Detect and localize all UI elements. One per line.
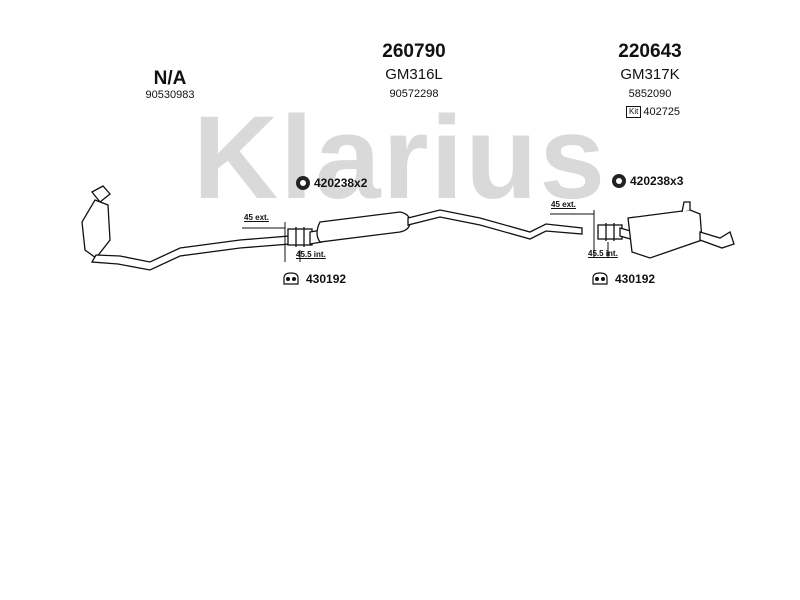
kit-icon: Kit: [626, 106, 642, 118]
rear-silencer: [627, 209, 703, 259]
code-2: GM316L: [385, 66, 443, 83]
clamp-icon: [296, 176, 310, 190]
hanger-icon: [283, 272, 299, 285]
centre-pipe: [407, 209, 583, 240]
joint-right: [597, 224, 623, 240]
dim-right-ext: 45 ext.: [551, 200, 576, 209]
hanger-left-number: 430192: [306, 272, 347, 286]
hanger-right-number: 430192: [615, 272, 656, 286]
part-number-3: 220643: [618, 41, 682, 62]
dim-left-int: 45.5 int.: [296, 250, 326, 259]
front-pipe-flange: [91, 185, 111, 203]
hanger-left: 430192: [282, 272, 346, 286]
kit-number: 402725: [643, 106, 681, 118]
clamp-icon: [612, 174, 626, 188]
part-number-2: 260790: [382, 41, 446, 62]
watermark-text: Klarius: [193, 92, 607, 224]
part-number-1: N/A: [153, 68, 187, 89]
centre-silencer: [316, 211, 411, 243]
joint-left: [287, 228, 313, 246]
dim-right-int: 45.5 int.: [588, 249, 618, 258]
oe-number-3: 5852090: [628, 88, 672, 100]
hanger-right: 430192: [591, 272, 655, 286]
oe-number-2: 90572298: [389, 88, 439, 100]
dim-left-ext: 45 ext.: [244, 213, 269, 222]
tailpipe: [699, 231, 735, 249]
rear-silencer-hanger: [681, 201, 691, 213]
hanger-icon: [592, 272, 608, 285]
kit-label: Kit 402725: [626, 106, 680, 118]
clamp-right: 420238x3: [612, 174, 683, 188]
catalytic-converter: [81, 199, 111, 259]
front-pipe: [90, 235, 291, 271]
oe-number-1: 90530983: [145, 89, 195, 101]
clamp-left: 420238x2: [296, 176, 367, 190]
clamp-right-number: 420238x3: [630, 174, 684, 188]
code-3: GM317K: [620, 66, 680, 83]
clamp-left-number: 420238x2: [314, 176, 368, 190]
